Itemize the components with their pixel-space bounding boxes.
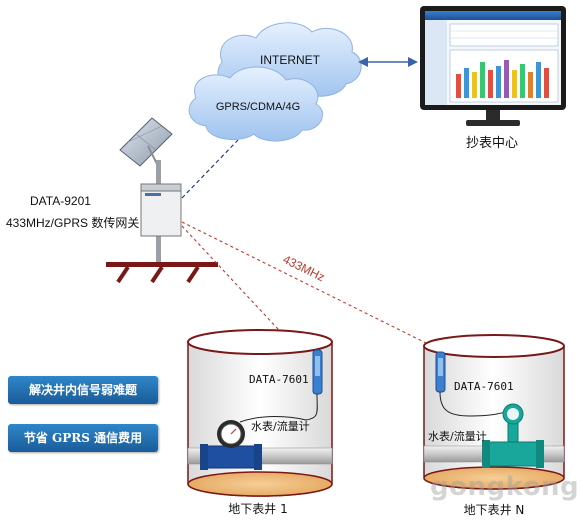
internet-center-arrow	[358, 57, 418, 67]
monitor-icon	[420, 6, 566, 126]
well-n-device-label: DATA-7601	[454, 380, 514, 393]
sensor-probe-icon	[305, 349, 323, 421]
solar-panel-icon	[119, 117, 173, 167]
center-label: 抄表中心	[466, 136, 518, 151]
gateway-description: 433MHz/GPRS 数传网关	[6, 216, 140, 230]
flow-meter-icon	[482, 403, 544, 468]
wireless-label: 433MHz	[281, 252, 327, 284]
feature-badge-signal: 解决井内信号弱难题	[8, 376, 158, 404]
wireless-link-well-n	[181, 221, 433, 347]
mounting-base	[106, 262, 218, 284]
gateway-model: DATA-9201	[30, 194, 91, 208]
well-1	[187, 329, 333, 497]
well-n-label: 地下表井 N	[464, 503, 525, 517]
network-cloud-icon	[188, 66, 323, 142]
watermark: gongkong	[430, 472, 580, 502]
gateway-label: DATA-9201 433MHz/GPRS 数传网关	[6, 190, 139, 234]
well-1-device-label: DATA-7601	[249, 373, 309, 386]
gateway-box-icon	[140, 183, 182, 237]
well-1-meter-label: 水表/流量计	[251, 419, 310, 433]
feature-badge-cost: 节省 GPRS 通信费用	[8, 424, 158, 452]
network-label: GPRS/CDMA/4G	[216, 101, 300, 113]
well-1-label: 地下表井 1	[228, 502, 287, 516]
network-link-line	[181, 139, 239, 199]
internet-label: INTERNET	[260, 53, 321, 67]
water-meter-icon	[200, 416, 307, 470]
well-n-meter-label: 水表/流量计	[428, 429, 487, 443]
sensor-probe-n-icon	[435, 351, 513, 417]
